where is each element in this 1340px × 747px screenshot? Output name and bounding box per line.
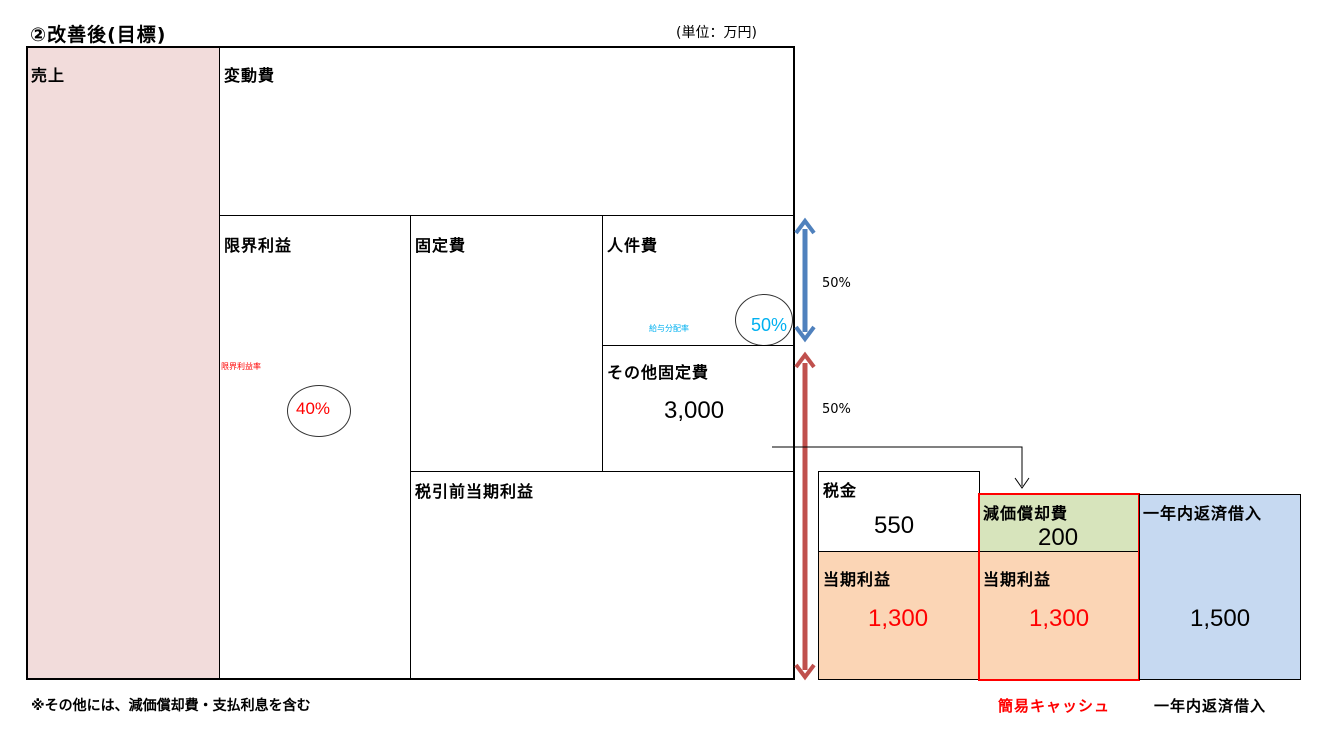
tax-block — [818, 471, 980, 552]
profit-value: 1,300 — [868, 605, 929, 632]
footer-note: ※その他には、減価償却費・支払利息を含む — [31, 698, 311, 714]
profit-label: 当期利益 — [823, 570, 892, 589]
cash-profit-value: 1,300 — [1029, 605, 1090, 632]
connector-arrow — [772, 446, 1030, 489]
personnel-cost-label: 人件費 — [607, 236, 659, 255]
sales-block — [27, 47, 220, 680]
marginal-rate-circle — [287, 385, 351, 437]
other-fixed-cost-value: 3,000 — [664, 397, 725, 424]
pretax-profit-label: 税引前当期利益 — [415, 482, 535, 501]
marginal-rate-value: 40% — [296, 399, 331, 418]
marginal-profit-block — [219, 215, 411, 680]
marginal-profit-label: 限界利益 — [224, 236, 293, 255]
unit-label: (単位：万円) — [676, 25, 757, 41]
page-title: ②改善後(目標) — [30, 24, 167, 46]
profit-block — [818, 551, 980, 680]
variable-cost-block — [219, 47, 795, 216]
salary-rate-value: 50% — [751, 315, 788, 335]
ratio-arrows — [794, 217, 816, 681]
variable-cost-label: 変動費 — [224, 66, 276, 85]
loan-block — [1139, 494, 1301, 680]
upper-ratio: 50% — [822, 276, 851, 291]
pretax-profit-block — [410, 471, 795, 680]
salary-rate-label: 給与分配率 — [649, 324, 689, 333]
fixed-cost-label: 固定費 — [415, 236, 467, 255]
cash-profit-label: 当期利益 — [983, 570, 1052, 589]
marginal-rate-label: 限界利益率 — [221, 362, 261, 371]
depreciation-value: 200 — [1038, 524, 1079, 551]
tax-label: 税金 — [823, 481, 858, 500]
loan-footer-label: 一年内返済借入 — [1154, 697, 1267, 715]
other-fixed-cost-label: その他固定費 — [607, 363, 710, 382]
sales-label: 売上 — [31, 66, 66, 85]
loan-value: 1,500 — [1190, 605, 1251, 632]
simple-cash-label: 簡易キャッシュ — [998, 697, 1111, 715]
tax-value: 550 — [874, 512, 915, 539]
simple-cash-frame — [978, 493, 1140, 681]
depreciation-label: 減価償却費 — [983, 504, 1069, 523]
lower-ratio: 50% — [822, 402, 851, 417]
loan-label: 一年内返済借入 — [1143, 504, 1263, 523]
